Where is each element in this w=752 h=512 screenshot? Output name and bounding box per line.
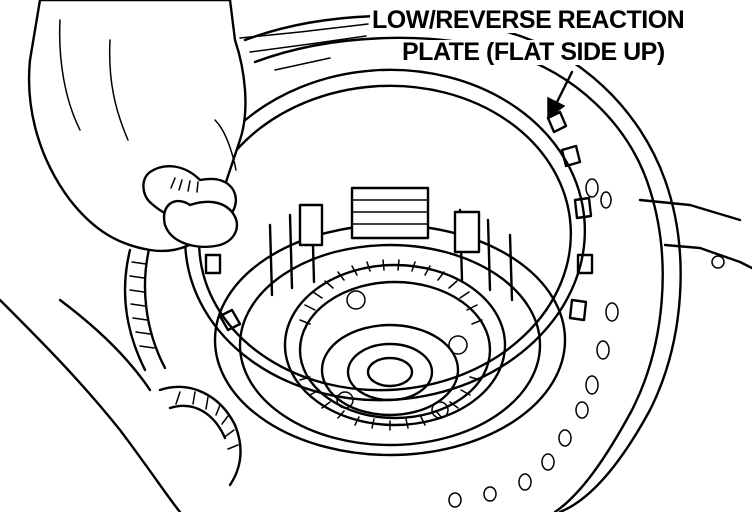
callout-leader-lines: [239, 23, 369, 71]
reaction-plate: [183, 68, 594, 402]
left-gear: [123, 243, 167, 372]
spline-ring: [283, 259, 507, 431]
technician-hand: [27, 0, 247, 253]
arrow-head: [547, 96, 566, 120]
lower-left-gear: [158, 385, 242, 487]
clutch-drum: [213, 186, 567, 457]
case-bolt-holes: [448, 178, 619, 508]
callout-arrow: [547, 70, 574, 120]
callout-label-line-2: PLATE (FLAT SIDE UP): [400, 38, 667, 66]
callout-label-line-1: LOW/REVERSE REACTION: [370, 6, 687, 34]
